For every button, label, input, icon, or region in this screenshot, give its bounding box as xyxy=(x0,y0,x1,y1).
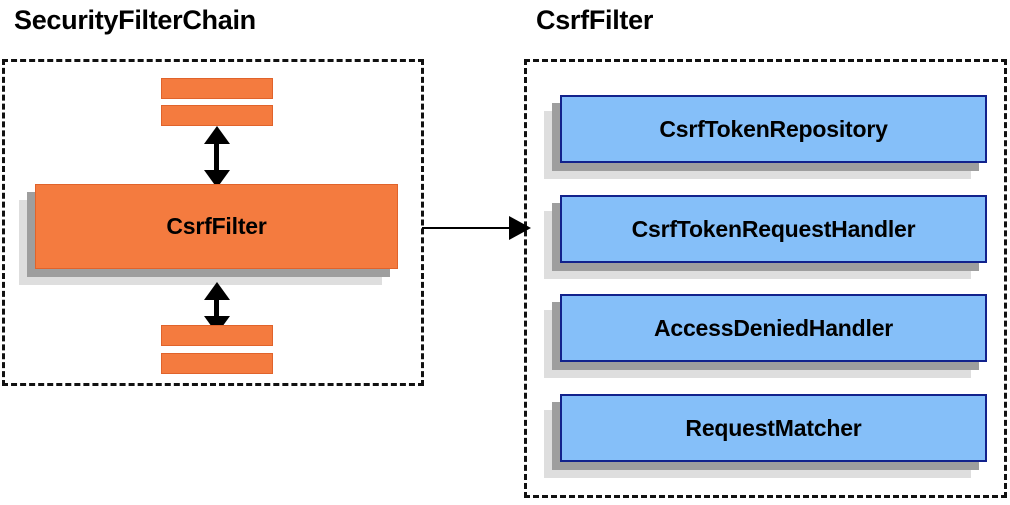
box-csrf-token-repository-label: CsrfTokenRepository xyxy=(659,115,888,142)
box-csrf-filter[interactable]: CsrfFilter xyxy=(19,184,398,285)
panel-title-security-filter-chain: SecurityFilterChain xyxy=(14,5,256,35)
panel-title-csrf-filter: CsrfFilter xyxy=(536,5,654,35)
filter-bar-top-1 xyxy=(161,78,273,99)
box-request-matcher-label: RequestMatcher xyxy=(685,414,862,441)
panel-csrf-filter xyxy=(524,59,1007,498)
filter-bar-top-2 xyxy=(161,105,273,126)
arrow-top-shaft xyxy=(214,140,219,172)
box-request-matcher[interactable]: RequestMatcher xyxy=(544,394,987,478)
csrf-filter-expansion-arrow-head xyxy=(509,216,531,240)
arrow-top-head-down xyxy=(204,170,230,188)
box-csrf-token-request-handler-label: CsrfTokenRequestHandler xyxy=(631,215,916,242)
box-request-matcher-face: RequestMatcher xyxy=(560,394,987,462)
box-csrf-token-request-handler[interactable]: CsrfTokenRequestHandler xyxy=(544,195,987,279)
arrow-bottom-head-up xyxy=(204,282,230,300)
box-access-denied-handler[interactable]: AccessDeniedHandler xyxy=(544,294,987,378)
panel-security-filter-chain xyxy=(2,59,424,386)
box-csrf-token-repository[interactable]: CsrfTokenRepository xyxy=(544,95,987,179)
filter-bar-bottom-1 xyxy=(161,325,273,346)
arrow-bottom-shaft xyxy=(214,296,219,318)
box-access-denied-handler-label: AccessDeniedHandler xyxy=(653,314,894,341)
arrow-top-head-up xyxy=(204,126,230,144)
box-csrf-token-request-handler-face: CsrfTokenRequestHandler xyxy=(560,195,987,263)
box-access-denied-handler-face: AccessDeniedHandler xyxy=(560,294,987,362)
box-csrf-filter-face: CsrfFilter xyxy=(35,184,398,269)
box-csrf-filter-label: CsrfFilter xyxy=(166,213,267,239)
box-csrf-token-repository-face: CsrfTokenRepository xyxy=(560,95,987,163)
filter-bar-bottom-2 xyxy=(161,353,273,374)
csrf-filter-expansion-arrow-shaft xyxy=(422,227,512,229)
